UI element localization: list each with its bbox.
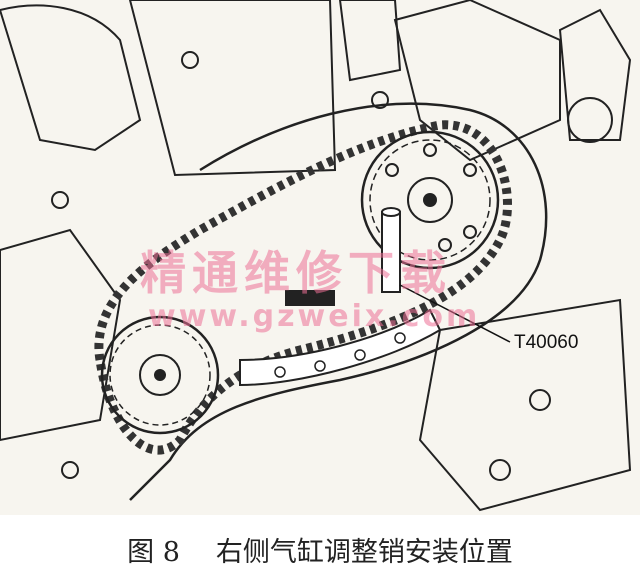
bolt-boss <box>567 97 613 143</box>
guide-slot <box>285 290 335 306</box>
tool-callout-label: T40060 <box>512 332 581 354</box>
callout-leader <box>399 284 511 343</box>
housing-lower-right <box>418 298 632 512</box>
figure-number: 图 8 <box>127 537 180 568</box>
block-left <box>0 228 122 442</box>
watermark-text: 精通维修下载 <box>140 246 452 300</box>
timing-drawing <box>0 0 632 512</box>
watermark-url: www.gzweix.com <box>148 299 481 334</box>
engine-timing-chain-illustration: 精通维修下载 www.gzweix.com T40060 <box>0 0 640 515</box>
figure-title: 右侧气缸调整销安装位置 <box>215 537 513 568</box>
housing-right <box>558 8 632 141</box>
chain-guide <box>239 308 442 387</box>
head-casting-left <box>0 4 142 152</box>
timing-chain <box>94 120 512 455</box>
intermediate-sprocket <box>100 315 220 435</box>
cover-outline <box>129 102 548 501</box>
figure-caption: 图 8 右侧气缸调整销安装位置 <box>0 528 640 578</box>
cam-sprocket <box>360 130 500 270</box>
cam-cover <box>128 0 337 177</box>
adjuster-pin <box>381 207 401 293</box>
bracket-top <box>338 0 402 82</box>
pump-housing <box>393 0 561 162</box>
